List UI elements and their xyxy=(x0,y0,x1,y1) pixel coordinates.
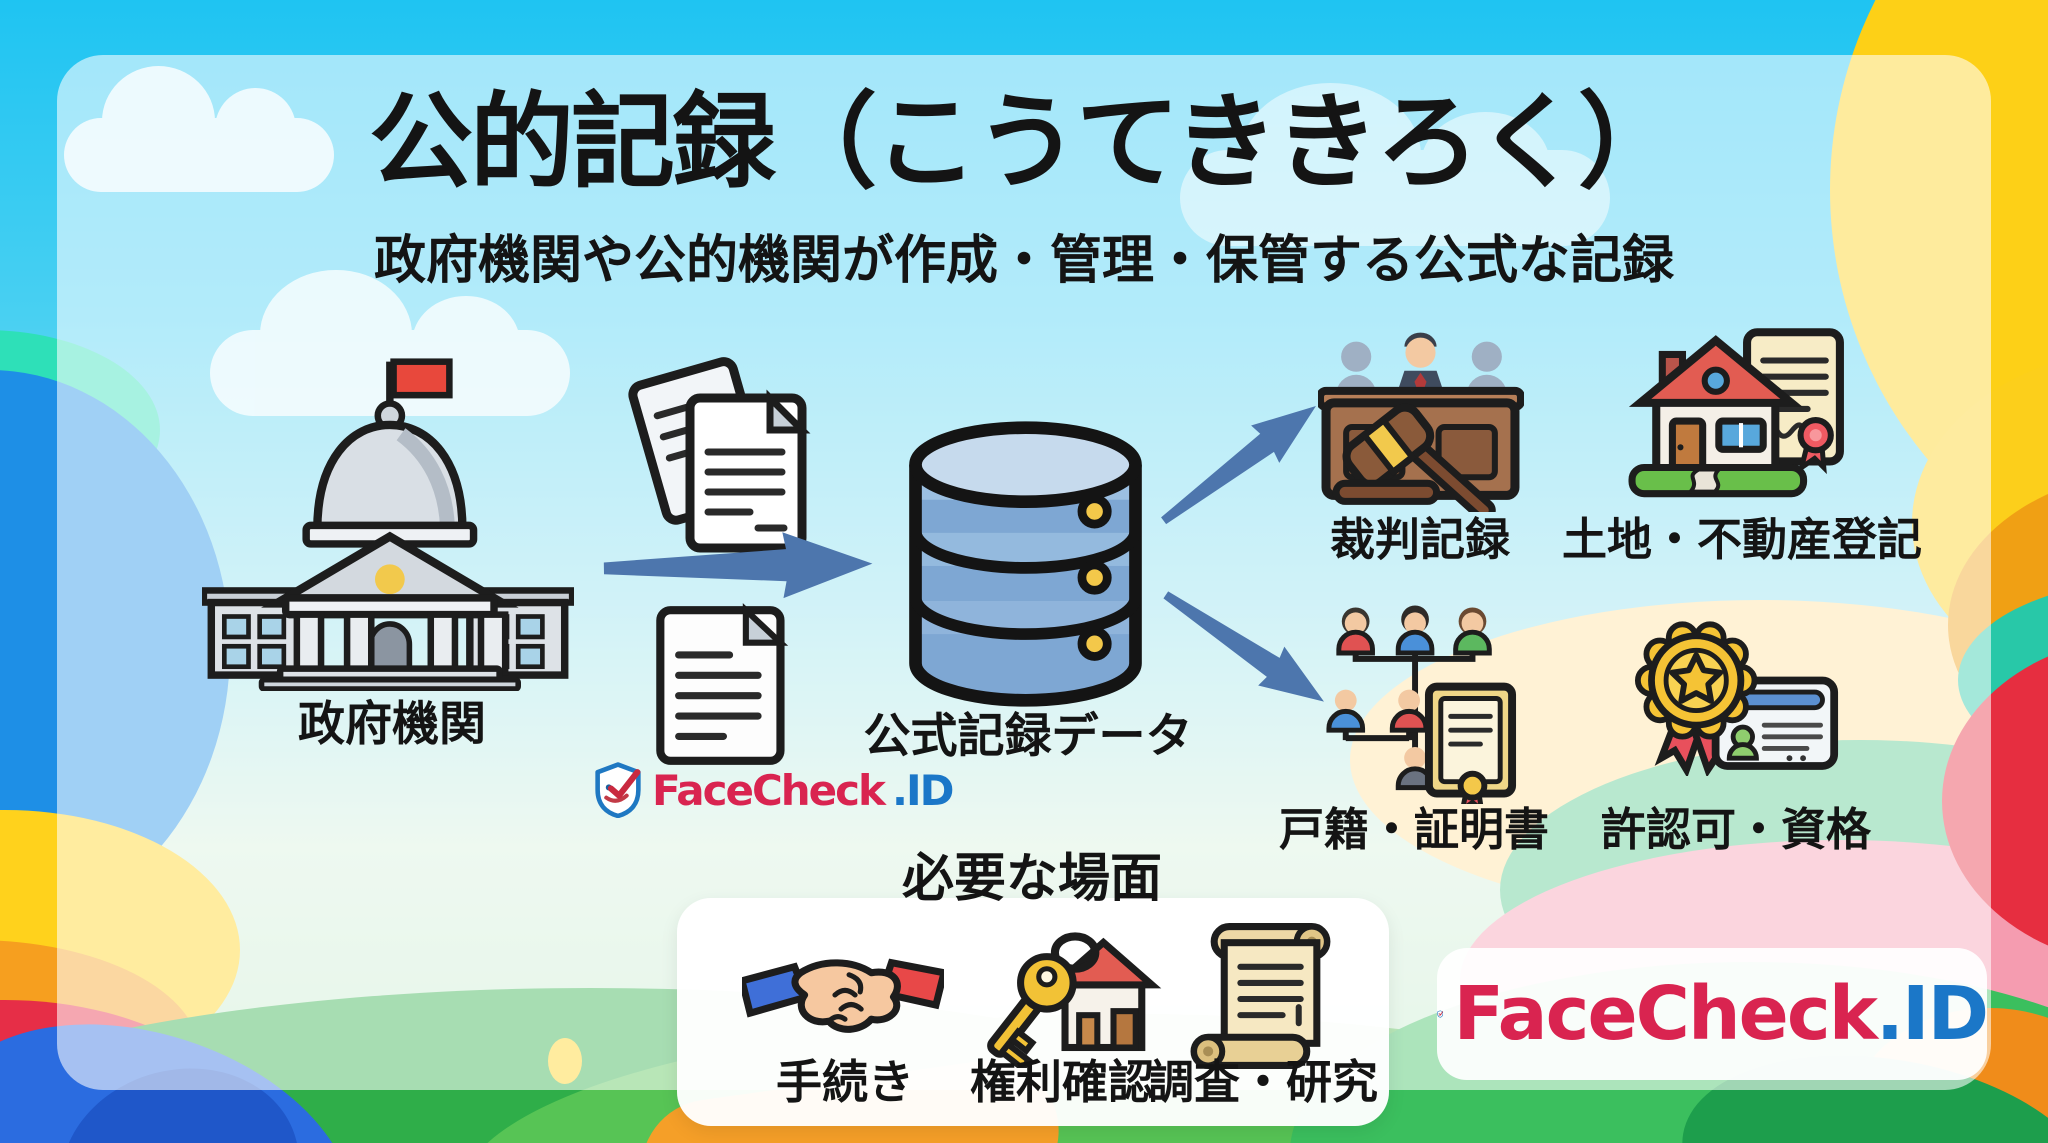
brand-suffix: .ID xyxy=(1875,971,1989,1057)
research-label: 調査・研究 xyxy=(1148,1055,1378,1109)
handshake-icon xyxy=(742,958,944,1033)
government-building-icon xyxy=(202,358,574,691)
database-label: 公式記録データ xyxy=(863,709,1193,764)
license-label: 許認可・資格 xyxy=(1600,803,1872,856)
page-title: 公的記録（こうてききろく） xyxy=(369,81,1682,203)
arrow-up-right-icon xyxy=(1161,405,1316,525)
brand-name: FaceCheck xyxy=(1453,971,1877,1057)
documents-icon xyxy=(628,357,811,553)
watermark-brand-suffix: .ID xyxy=(892,765,954,815)
license-badge-icon xyxy=(1634,621,1839,776)
shield-check-icon xyxy=(595,762,641,818)
database-icon xyxy=(909,421,1142,707)
house-deed-icon xyxy=(1628,328,1844,498)
family-register-icon xyxy=(1326,605,1517,804)
scroll-icon xyxy=(1190,923,1331,1069)
shield-check-icon xyxy=(1437,1010,1444,1018)
government-building-label: 政府機関 xyxy=(298,697,486,752)
watermark-logo: FaceCheck.ID xyxy=(592,762,954,818)
court-records-label: 裁判記録 xyxy=(1329,513,1511,566)
arrow-right-icon xyxy=(603,532,873,599)
arrow-down-right-icon xyxy=(1163,591,1324,702)
document-icon xyxy=(656,603,789,765)
rights-check-label: 権利確認 xyxy=(970,1055,1154,1109)
use-cases-title: 必要な場面 xyxy=(901,849,1163,909)
brand-logo: FaceCheck.ID xyxy=(1437,948,1989,1080)
procedures-label: 手続き xyxy=(776,1055,914,1109)
watermark-brand-name: FaceCheck xyxy=(652,765,886,815)
land-registry-label: 土地・不動産登記 xyxy=(1561,513,1923,566)
key-house-icon xyxy=(987,932,1162,1068)
court-gavel-icon xyxy=(1318,332,1524,512)
page-subtitle: 政府機関や公的機関が作成・管理・保管する公式な記録 xyxy=(373,231,1675,291)
family-register-label: 戸籍・証明書 xyxy=(1278,803,1550,856)
